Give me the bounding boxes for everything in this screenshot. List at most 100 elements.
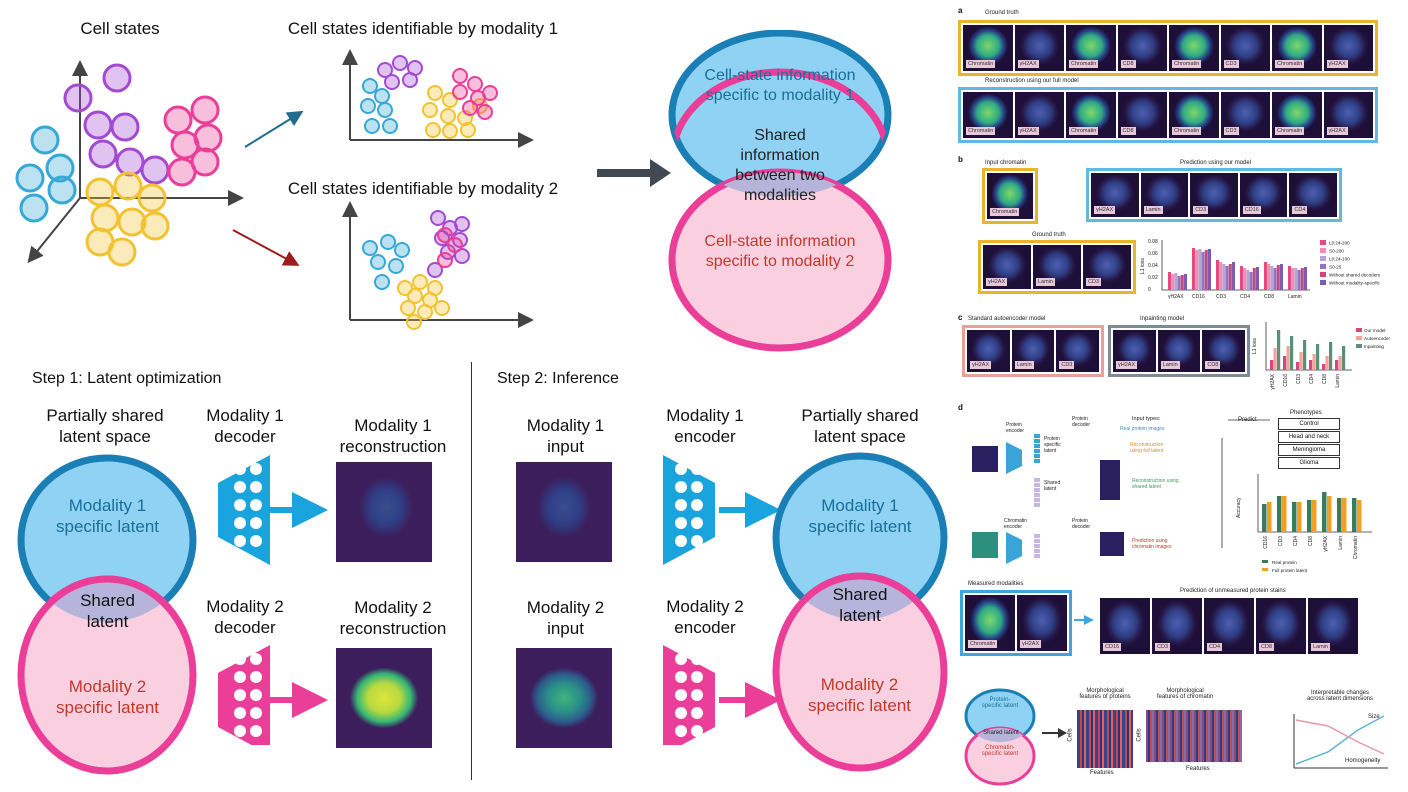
bar (1168, 272, 1171, 290)
chart-label: L0:24-100 (1329, 257, 1350, 262)
panel-e-features-label-2: Features (1186, 766, 1210, 772)
cell-dot (374, 274, 390, 290)
cell-dot (417, 304, 433, 320)
cell-dot (117, 207, 147, 237)
neuron-node (250, 707, 262, 719)
chart-label: Reconstruction using (1132, 478, 1179, 484)
panel-a-recon-label: Reconstruction using our full model (985, 78, 1079, 84)
panel-e-arrow-icon (1042, 728, 1067, 738)
tile-label: Chromatin (1069, 127, 1099, 135)
chart-label: CD16 (1192, 294, 1205, 300)
panel-d-measured-strip: Chromatin γH2AX (960, 590, 1072, 656)
panel-b-input-label: Input chromatin (985, 160, 1027, 166)
panel-c-std-label: Standard autoencoder model (968, 316, 1046, 322)
title-line: input (547, 437, 584, 456)
chart-label: decoder (1072, 422, 1090, 428)
panel-d-diagram: ProteinencoderProteinspecificlatentShare… (972, 416, 1270, 564)
cell-dot (364, 118, 380, 134)
panel-e-size: Size (1368, 714, 1380, 720)
cell-dot (454, 248, 470, 264)
legend-swatch (1356, 328, 1362, 332)
micrograph-tile: CD3 (1083, 245, 1131, 289)
legend-swatch (1262, 568, 1268, 571)
venn-line: Modality 2 (68, 677, 147, 696)
bar (1303, 340, 1307, 370)
bar (1222, 264, 1226, 290)
bar (1243, 268, 1247, 290)
cell-dot (440, 108, 456, 124)
cell-dot (85, 177, 115, 207)
cell-dot (384, 74, 400, 90)
chart-label: Our model (1364, 328, 1385, 333)
bar (1312, 354, 1316, 370)
title-line: Modality 1 (206, 406, 284, 425)
legend-swatch (1320, 264, 1326, 269)
neuron-node (691, 517, 703, 529)
bar (1246, 270, 1250, 290)
cell-dot (434, 300, 450, 316)
tile-label: Chromatin (1069, 60, 1099, 68)
cell-dot (412, 274, 428, 290)
cell-dot (422, 102, 438, 118)
bar (1357, 500, 1362, 532)
venn-line: Modality 2 (820, 675, 899, 694)
cell-dot (437, 252, 453, 268)
panel-d-measured-arrow (1074, 615, 1094, 625)
chart-label: Accuracy (1236, 497, 1242, 518)
panel-e-cells-label-1: Cells (1067, 728, 1074, 742)
bar (1171, 274, 1175, 290)
micrograph-tile: CD16 (1100, 598, 1150, 654)
micrograph-tile: γH2AX (983, 245, 1031, 289)
bar (1249, 272, 1253, 290)
neuron-node (675, 481, 687, 493)
recon-image (1100, 480, 1120, 500)
neuron-node (675, 707, 687, 719)
tile-label: γH2AX (1094, 206, 1116, 214)
cell-dot (362, 240, 378, 256)
cell-dot (452, 68, 468, 84)
recon-image (1100, 460, 1120, 480)
chart-label: CD8 (1322, 374, 1328, 384)
legend-swatch (1262, 560, 1268, 563)
chart-label: shared latent (1132, 484, 1162, 490)
bar (1273, 348, 1277, 370)
cell-dot (427, 85, 443, 101)
bar (1342, 346, 1346, 370)
tile-label: Lamin (1311, 643, 1330, 651)
latent-cell (1034, 549, 1040, 553)
chart-label: Autoencoder (1364, 336, 1391, 341)
neuron-node (691, 463, 703, 475)
neuron-node (675, 499, 687, 511)
chart-label: CD8 (1264, 294, 1274, 300)
latent-cell (1034, 544, 1040, 548)
panel-a-gt-label: Ground truth (985, 10, 1019, 16)
micrograph-tile: Chromatin (965, 595, 1015, 651)
micrograph-tile: CD4 (1204, 598, 1254, 654)
bar (1180, 275, 1184, 290)
cell-dot (462, 100, 478, 116)
micrograph-tile: CD4 (1289, 173, 1337, 217)
chart-label: Protein (1072, 518, 1088, 524)
arrow-to-modality1 (244, 110, 304, 148)
title-line: latent space (814, 427, 906, 446)
cell-dot (140, 211, 170, 241)
cell-dot (360, 98, 376, 114)
venn-line: latent (839, 606, 881, 625)
micrograph-tile: Lamin (1157, 330, 1201, 372)
micrograph-tile: Lamin (1011, 330, 1055, 372)
panel-d-phenotypes: Phenotypes (1290, 410, 1322, 416)
phenotype-box: Head and neck (1278, 431, 1340, 443)
tile-label: γH2AX (1020, 640, 1042, 648)
chart-label: Reconstruction (1130, 442, 1164, 448)
chart-label: CD3 (1296, 374, 1302, 384)
panel-e-heatmap-proteins (1077, 710, 1133, 768)
micrograph-tile: γH2AX (1323, 92, 1373, 138)
micrograph-tile: Chromatin (1272, 92, 1322, 138)
bar (1329, 342, 1333, 370)
bar (1294, 268, 1298, 290)
step1-title: Step 1: Latent optimization (32, 370, 222, 387)
tile-label: Chromatin (1275, 127, 1305, 135)
title-line: encoder (674, 427, 736, 446)
